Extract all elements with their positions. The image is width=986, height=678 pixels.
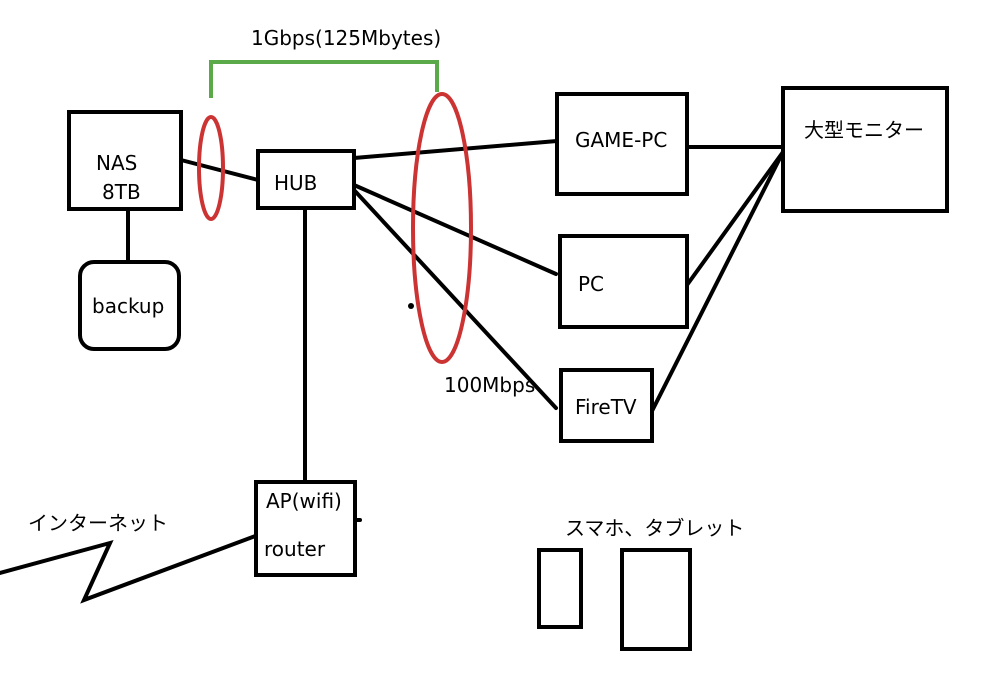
highlight-ellipse-hub bbox=[411, 92, 473, 364]
link-firetv-monitor bbox=[649, 150, 785, 415]
backup-label: backup bbox=[92, 294, 164, 318]
phone-shape bbox=[537, 548, 583, 629]
link-hub-gamepc bbox=[352, 139, 559, 160]
internet-zigzag bbox=[0, 533, 260, 604]
link-hub-firetv bbox=[352, 188, 558, 410]
nas-capacity-label: 8TB bbox=[102, 180, 141, 204]
pc-box bbox=[558, 234, 689, 329]
link-pc-monitor bbox=[685, 150, 785, 287]
ap-label: AP(wifi) bbox=[266, 489, 342, 513]
highlight-ellipse-nas bbox=[197, 115, 225, 221]
ap-router-box bbox=[254, 480, 357, 577]
gamepc-box bbox=[555, 92, 689, 196]
backup-box bbox=[78, 260, 181, 351]
nas-box bbox=[67, 110, 183, 211]
mobile-devices-label: スマホ、タブレット bbox=[565, 516, 744, 540]
firetv-box bbox=[559, 368, 654, 443]
internet-label: インターネット bbox=[28, 511, 168, 535]
bandwidth-bracket bbox=[209, 60, 439, 98]
nas-label: NAS bbox=[96, 151, 137, 175]
gamepc-label: GAME-PC bbox=[575, 128, 667, 152]
tablet-shape bbox=[620, 548, 692, 651]
firetv-label: FireTV bbox=[575, 395, 637, 419]
pc-label: PC bbox=[578, 272, 604, 296]
link-nas-hub bbox=[179, 158, 260, 182]
monitor-box bbox=[781, 86, 949, 213]
stray-dot bbox=[408, 303, 414, 309]
link-hub-pc bbox=[352, 183, 558, 276]
bandwidth-bottom-label: 100Mbps bbox=[444, 373, 535, 397]
hub-box bbox=[256, 149, 356, 210]
monitor-label: 大型モニター bbox=[804, 118, 924, 142]
router-label: router bbox=[264, 537, 326, 561]
hub-label: HUB bbox=[274, 171, 317, 195]
bandwidth-top-label: 1Gbps(125Mbytes) bbox=[251, 26, 441, 50]
